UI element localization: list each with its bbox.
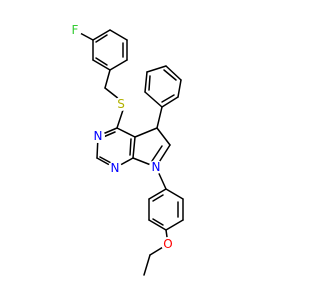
phenyl-ring (144, 65, 182, 108)
sulfur-pyrimidine-bond (116, 109, 124, 129)
ethoxyphenyl-ring (148, 188, 184, 231)
fluorophenyl-ring (92, 29, 128, 71)
phenyl-attachment-bond (156, 106, 163, 129)
atom-label-oxygen: O (161, 237, 175, 251)
atom-label-sulfur: S (114, 97, 128, 111)
atom-label-fluorine: F (68, 23, 82, 37)
atom-label-nitrogen-7: N (149, 160, 163, 174)
carbon-fluorine-bond (79, 32, 94, 41)
molecule-structure: F S N N N O (68, 23, 184, 276)
svg-text:F: F (72, 23, 79, 37)
svg-text:N: N (111, 161, 120, 175)
ethyl-bond (143, 254, 151, 276)
atom-label-nitrogen-2: N (108, 161, 122, 175)
benzyl-bond (104, 69, 111, 89)
methylene-sulfur-bond (104, 87, 120, 100)
svg-text:O: O (163, 237, 172, 251)
svg-text:N: N (94, 129, 103, 143)
atom-label-nitrogen-1: N (91, 129, 105, 143)
svg-text:S: S (117, 97, 125, 111)
svg-text:N: N (152, 160, 161, 174)
